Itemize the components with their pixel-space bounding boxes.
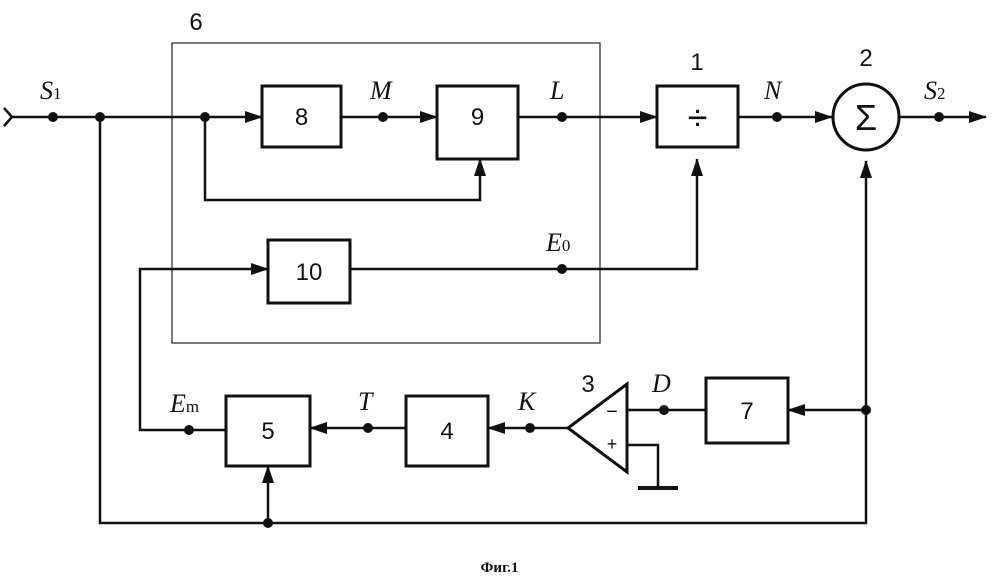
- block-2-label: Σ: [855, 97, 877, 138]
- signal-n-label: N: [763, 76, 783, 105]
- ref-number-6: 6: [189, 9, 202, 36]
- block-4-label: 4: [440, 418, 453, 445]
- block-9-label: 9: [471, 104, 484, 131]
- wire-10-to-1: [350, 159, 697, 269]
- junction-n: [772, 112, 782, 122]
- ref-number-2: 2: [859, 45, 872, 72]
- junction-loop-start: [95, 112, 105, 122]
- junction-s2: [934, 112, 944, 122]
- junction-d: [659, 405, 669, 415]
- block-7-label: 7: [740, 398, 753, 425]
- block-3-plus: +: [607, 434, 618, 454]
- signal-s2-label: S2: [924, 76, 946, 105]
- junction-e0: [557, 264, 567, 274]
- block-3-comparator: [568, 384, 627, 472]
- signal-t-label: T: [358, 387, 374, 416]
- signal-d-label: D: [651, 369, 671, 398]
- junction-t: [363, 423, 373, 433]
- block-8-label: 8: [295, 104, 308, 131]
- block-3-minus: −: [606, 401, 618, 423]
- signal-l-label: L: [549, 76, 564, 105]
- junction-feedback: [861, 405, 871, 415]
- signal-s1-label: S1: [40, 76, 62, 105]
- signal-em-label: Em: [169, 389, 199, 418]
- block-5-label: 5: [261, 418, 274, 445]
- block-10-label: 10: [296, 259, 323, 286]
- junction-m: [378, 112, 388, 122]
- junction-k: [525, 423, 535, 433]
- junction-bottom-to-5: [263, 518, 273, 528]
- junction-em: [184, 425, 194, 435]
- junction-s1: [48, 112, 58, 122]
- block-1-label: ÷: [688, 97, 708, 138]
- ref-number-3: 3: [581, 371, 594, 398]
- junction-branch: [200, 112, 210, 122]
- signal-m-label: M: [369, 76, 393, 105]
- ref-number-1: 1: [690, 49, 703, 76]
- signal-e0-label: E0: [545, 228, 570, 257]
- signal-k-label: K: [517, 387, 537, 416]
- junction-l: [557, 112, 567, 122]
- wire-plus-to-ground: [627, 445, 658, 486]
- figure-caption: Фиг.1: [0, 560, 999, 577]
